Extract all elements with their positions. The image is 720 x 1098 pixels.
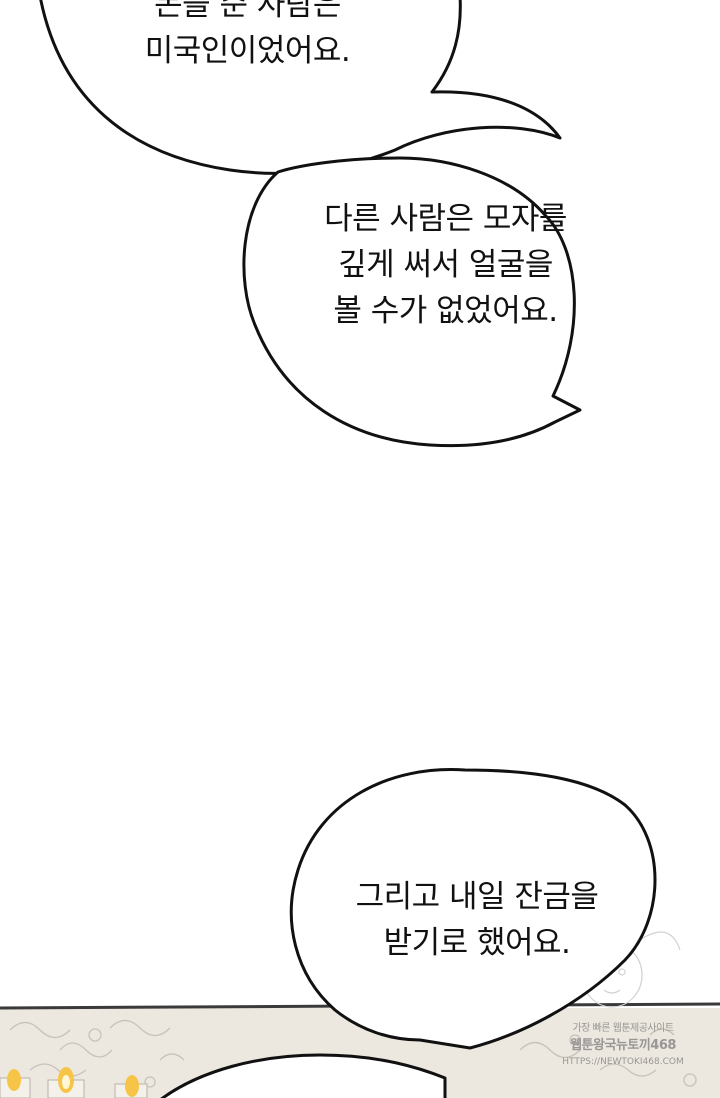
watermark-site-name: 웹툰왕국뉴토끼468: [570, 1038, 676, 1053]
bubble-3-line-2: 받기로 했어요.: [383, 925, 571, 961]
bubble-3-line-1: 그리고 내일 잔금을: [355, 879, 599, 915]
site-watermark: 가장 빠른 웹툰제공사이트 웹툰왕국뉴토끼468 HTTPS://NEWTOKI…: [548, 1020, 698, 1071]
speech-bubble-3: [289, 768, 657, 1050]
speech-bubble-1: [39, 0, 562, 175]
bubble-1-text: 돈을 준 사람은 미국인이었어요.: [110, 0, 385, 74]
candle-flame-icon: [125, 1075, 139, 1097]
bubble-2-line-3: 볼 수가 없었어요.: [333, 293, 558, 329]
watermark-url: HTTPS://NEWTOKI468.COM: [562, 1057, 684, 1067]
candle-flame-icon: [7, 1069, 21, 1091]
bubble-2-text: 다른 사람은 모자를 깊게 써서 얼굴을 볼 수가 없었어요.: [288, 196, 603, 334]
speech-bubble-4: [160, 1053, 447, 1098]
candles: [0, 1067, 148, 1098]
bubble-2-line-1: 다른 사람은 모자를: [324, 201, 567, 237]
bubble-1-line-1: 돈을 준 사람은: [154, 0, 341, 23]
bubble-3-text: 그리고 내일 잔금을 받기로 했어요.: [322, 874, 632, 966]
bubble-1-line-2: 미국인이었어요.: [144, 33, 351, 69]
speech-bubble-2: [242, 156, 582, 448]
watermark-tagline: 가장 빠른 웹툰제공사이트: [572, 1023, 674, 1034]
wallpaper-pattern: [9, 1019, 697, 1088]
bubble-2-line-2: 깊게 써서 얼굴을: [338, 247, 553, 283]
